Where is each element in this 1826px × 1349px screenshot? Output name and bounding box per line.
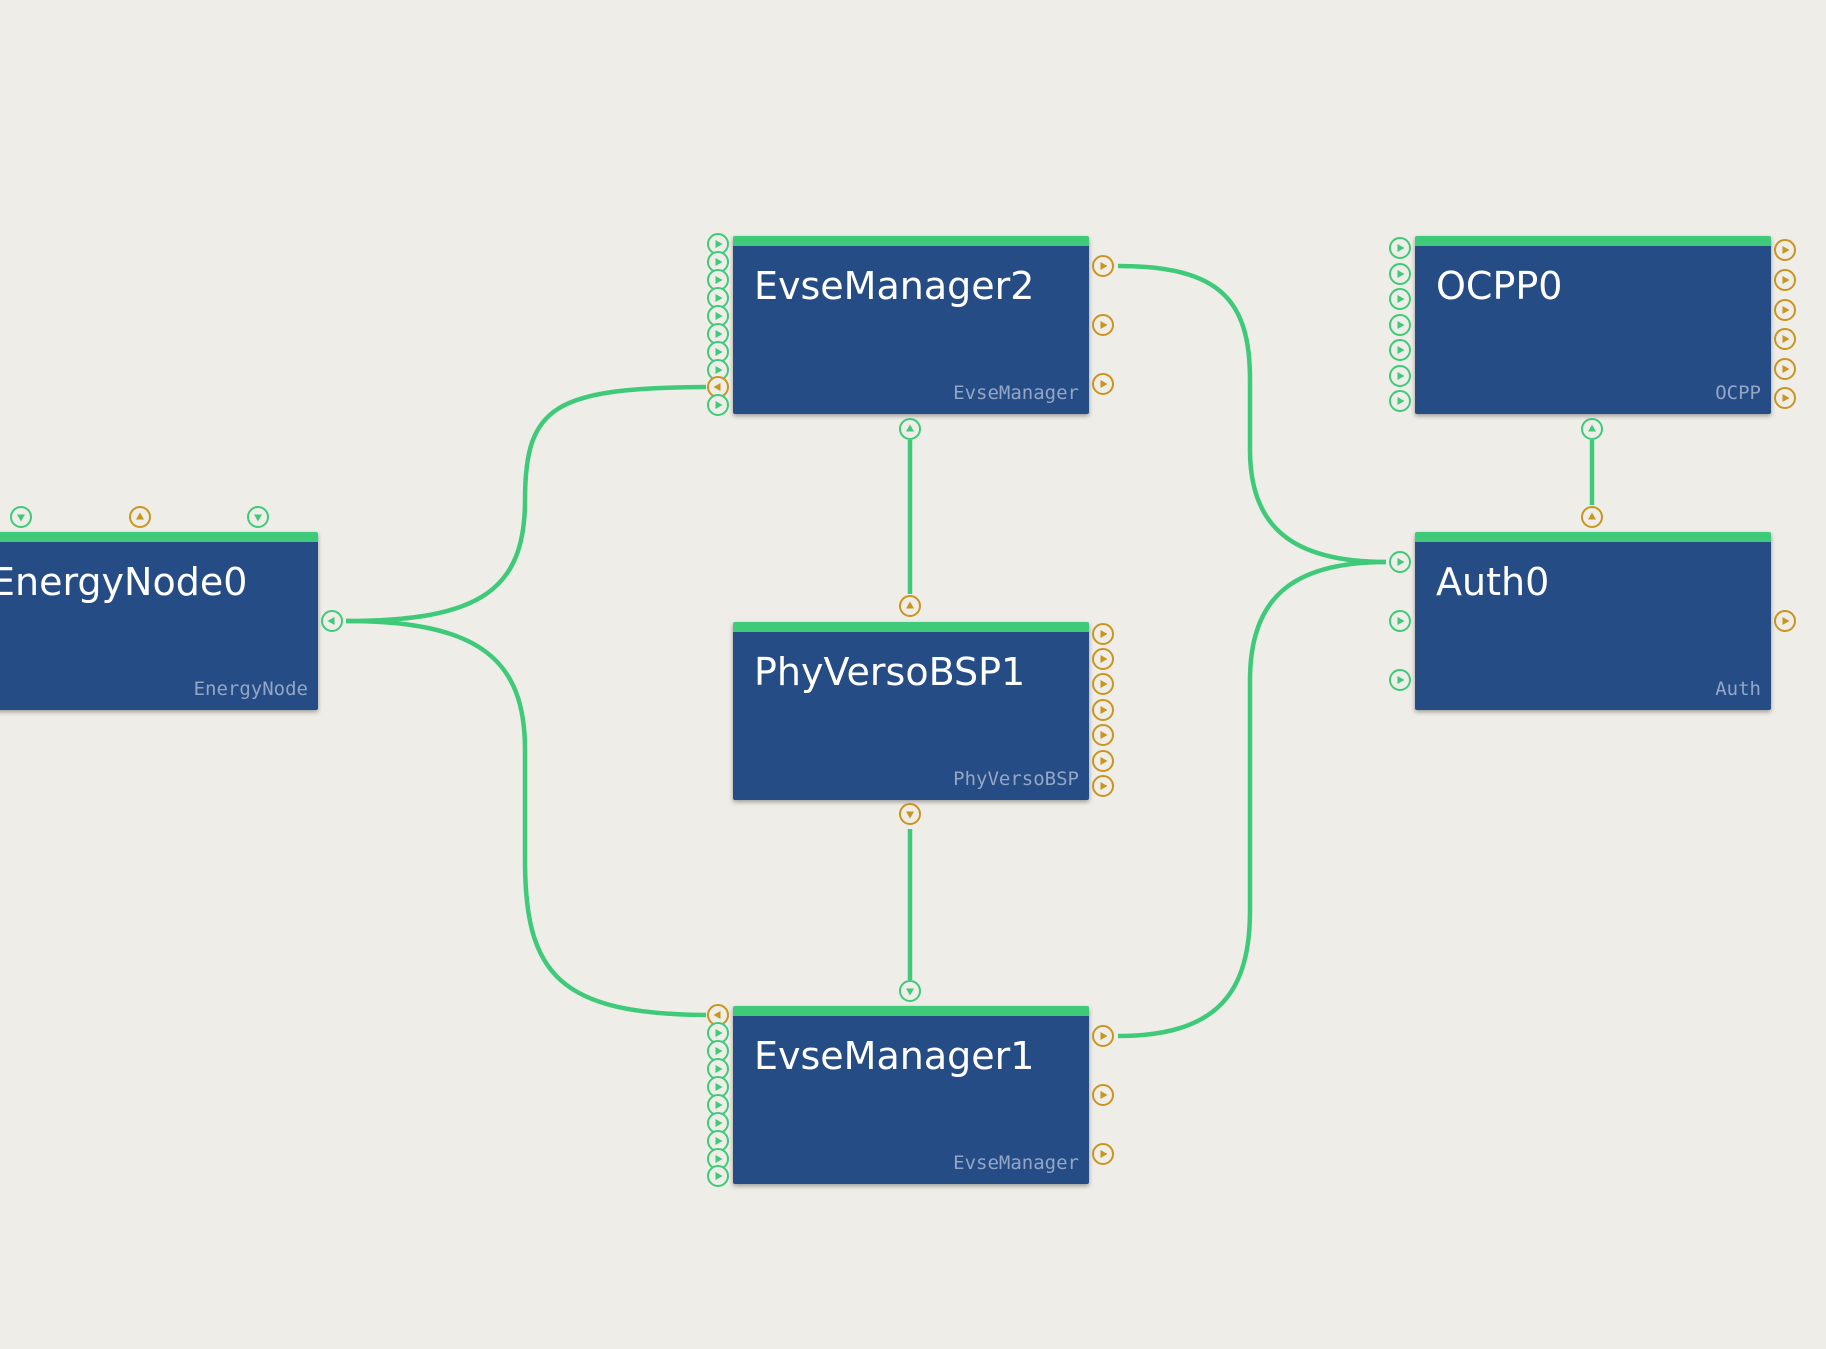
wire-evsemanager2-auth0[interactable] (1117, 263, 1387, 565)
node-title: PhyVersoBSP1 (754, 650, 1026, 694)
port-provided-right-icon[interactable] (1092, 1143, 1114, 1165)
port-required-right-icon[interactable] (1389, 390, 1411, 412)
port-provided-right-icon[interactable] (1092, 373, 1114, 395)
port-provided-right-icon[interactable] (1092, 1025, 1114, 1047)
port-required-right-icon[interactable] (1389, 288, 1411, 310)
node-type-label: EvseManager (953, 1152, 1079, 1174)
port-required-right-icon[interactable] (707, 394, 729, 416)
node-ocpp0[interactable]: OCPP0 OCPP (1415, 236, 1771, 414)
port-provided-right-icon[interactable] (1092, 255, 1114, 277)
port-required-down-icon[interactable] (247, 506, 269, 528)
port-provided-right-icon[interactable] (1774, 269, 1796, 291)
port-provided-right-icon[interactable] (1092, 314, 1114, 336)
port-required-up-icon[interactable] (1581, 418, 1603, 440)
port-required-right-icon[interactable] (1389, 237, 1411, 259)
port-required-up-icon[interactable] (899, 418, 921, 440)
port-provided-right-icon[interactable] (1092, 775, 1114, 797)
port-provided-up-icon[interactable] (129, 506, 151, 528)
node-title: EnergyNode0 (0, 560, 248, 604)
port-required-down-icon[interactable] (899, 980, 921, 1002)
node-phyversobsp1[interactable]: PhyVersoBSP1 PhyVersoBSP (733, 622, 1089, 800)
port-provided-right-icon[interactable] (1774, 387, 1796, 409)
port-required-right-icon[interactable] (1389, 610, 1411, 632)
port-provided-right-icon[interactable] (1774, 358, 1796, 380)
node-type-label: EvseManager (953, 382, 1079, 404)
port-provided-right-icon[interactable] (1774, 299, 1796, 321)
port-required-right-icon[interactable] (1389, 669, 1411, 691)
port-provided-right-icon[interactable] (1092, 648, 1114, 670)
port-provided-up-icon[interactable] (1581, 506, 1603, 528)
node-evsemanager2[interactable]: EvseManager2 EvseManager (733, 236, 1089, 414)
node-type-label: PhyVersoBSP (953, 768, 1079, 790)
port-provided-up-icon[interactable] (899, 595, 921, 617)
node-title: EvseManager1 (754, 1034, 1035, 1078)
wire-energynode0-evsemanager1[interactable] (345, 618, 707, 1018)
port-required-right-icon[interactable] (1389, 551, 1411, 573)
port-required-down-icon[interactable] (10, 506, 32, 528)
port-provided-down-icon[interactable] (899, 803, 921, 825)
node-title: EvseManager2 (754, 264, 1035, 308)
wire-energynode0-evsemanager2[interactable] (345, 384, 707, 624)
node-type-label: Auth (1715, 678, 1761, 700)
node-title: Auth0 (1436, 560, 1550, 604)
port-required-right-icon[interactable] (1389, 339, 1411, 361)
wire-evsemanager1-auth0[interactable] (1117, 559, 1387, 1039)
node-type-label: EnergyNode (193, 678, 308, 700)
node-energynode0[interactable]: EnergyNode0 EnergyNode (0, 532, 318, 710)
port-provided-right-icon[interactable] (1774, 239, 1796, 261)
port-provided-right-icon[interactable] (1092, 724, 1114, 746)
node-type-label: OCPP (1715, 382, 1761, 404)
port-required-right-icon[interactable] (707, 1165, 729, 1187)
port-required-right-icon[interactable] (1389, 365, 1411, 387)
port-provided-right-icon[interactable] (1092, 1084, 1114, 1106)
port-provided-right-icon[interactable] (1092, 673, 1114, 695)
port-required-left-icon[interactable] (321, 610, 343, 632)
node-evsemanager1[interactable]: EvseManager1 EvseManager (733, 1006, 1089, 1184)
port-provided-right-icon[interactable] (1092, 699, 1114, 721)
port-required-right-icon[interactable] (1389, 314, 1411, 336)
port-provided-right-icon[interactable] (1092, 750, 1114, 772)
node-auth0[interactable]: Auth0 Auth (1415, 532, 1771, 710)
port-required-right-icon[interactable] (1389, 263, 1411, 285)
node-title: OCPP0 (1436, 264, 1563, 308)
port-provided-right-icon[interactable] (1774, 610, 1796, 632)
port-provided-right-icon[interactable] (1092, 623, 1114, 645)
port-provided-right-icon[interactable] (1774, 328, 1796, 350)
